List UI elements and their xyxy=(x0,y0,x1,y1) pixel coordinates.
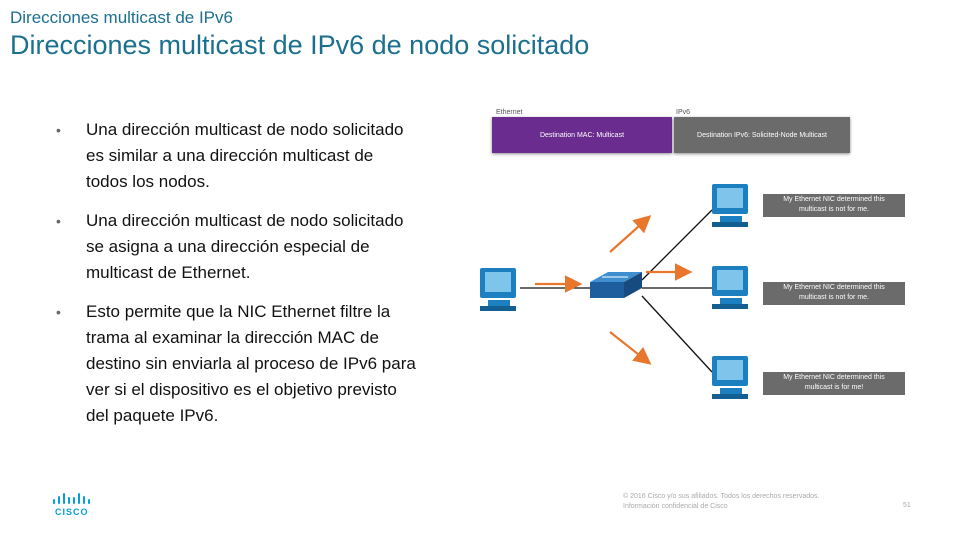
nic-note-line2: multicast is not for me. xyxy=(798,294,870,301)
bullet-text: Esto permite que la NIC Ethernet filtre … xyxy=(86,302,416,425)
slide-title: Direcciones multicast de IPv6 de nodo so… xyxy=(10,30,590,60)
bullet-icon: • xyxy=(56,304,61,320)
bullet-list: • Una dirección multicast de nodo solicit… xyxy=(56,117,416,442)
ipv6-header-label: IPv6 xyxy=(676,109,691,116)
footer-line1: © 2016 Cisco y/o sus afiliados. Todos lo… xyxy=(623,493,820,500)
footer-copyright: © 2016 Cisco y/o sus afiliados. Todos lo… xyxy=(623,492,819,512)
destination-computer-icon-3 xyxy=(712,356,748,399)
nic-note-line2: multicast is not for me. xyxy=(798,206,870,213)
ethernet-header-label: Ethernet xyxy=(496,109,523,116)
cisco-logo-icon xyxy=(53,493,90,504)
bullet-icon: • xyxy=(56,213,61,229)
destination-ipv6-field: Destination IPv6: Solicited-Node Multica… xyxy=(674,117,850,153)
arrow-to-bottom-host xyxy=(609,331,652,365)
slide-subtitle: Direcciones multicast de IPv6 xyxy=(10,8,233,27)
nic-note-line2: multicast is for me! xyxy=(804,384,864,391)
destination-computer-icon-1 xyxy=(712,184,748,227)
nic-note-1: My Ethernet NIC determined this multicas… xyxy=(763,194,905,217)
nic-note-3: My Ethernet NIC determined this multicas… xyxy=(763,372,905,395)
cisco-logo-text: CISCO xyxy=(55,507,89,517)
destination-mac-field: Destination MAC: Multicast xyxy=(492,117,672,153)
nic-note-line1: My Ethernet NIC determined this xyxy=(783,284,885,291)
multicast-arrows xyxy=(535,215,693,365)
destination-computer-icon-2 xyxy=(712,266,748,309)
bullet-item: • Esto permite que la NIC Ethernet filtre… xyxy=(56,299,416,429)
bullet-icon: • xyxy=(56,122,61,138)
source-computer-icon xyxy=(480,268,516,311)
bullet-item: • Una dirección multicast de nodo solicit… xyxy=(56,117,416,195)
bullet-text: Una dirección multicast de nodo solicita… xyxy=(86,120,404,191)
bullet-text: Una dirección multicast de nodo solicita… xyxy=(86,211,404,282)
multicast-diagram: Ethernet IPv6 Destination MAC: Multicast… xyxy=(450,100,930,430)
bullet-item: • Una dirección multicast de nodo solicit… xyxy=(56,208,416,286)
switch-icon xyxy=(590,272,642,298)
nic-note-2: My Ethernet NIC determined this multicas… xyxy=(763,282,905,305)
network-topology xyxy=(480,184,748,399)
network-links xyxy=(520,209,713,373)
footer-line2: Información confidencial de Cisco xyxy=(623,503,728,510)
nic-note-line1: My Ethernet NIC determined this xyxy=(783,374,885,381)
arrow-to-top-host xyxy=(609,215,652,253)
page-number: 51 xyxy=(903,502,911,509)
nic-note-line1: My Ethernet NIC determined this xyxy=(783,196,885,203)
